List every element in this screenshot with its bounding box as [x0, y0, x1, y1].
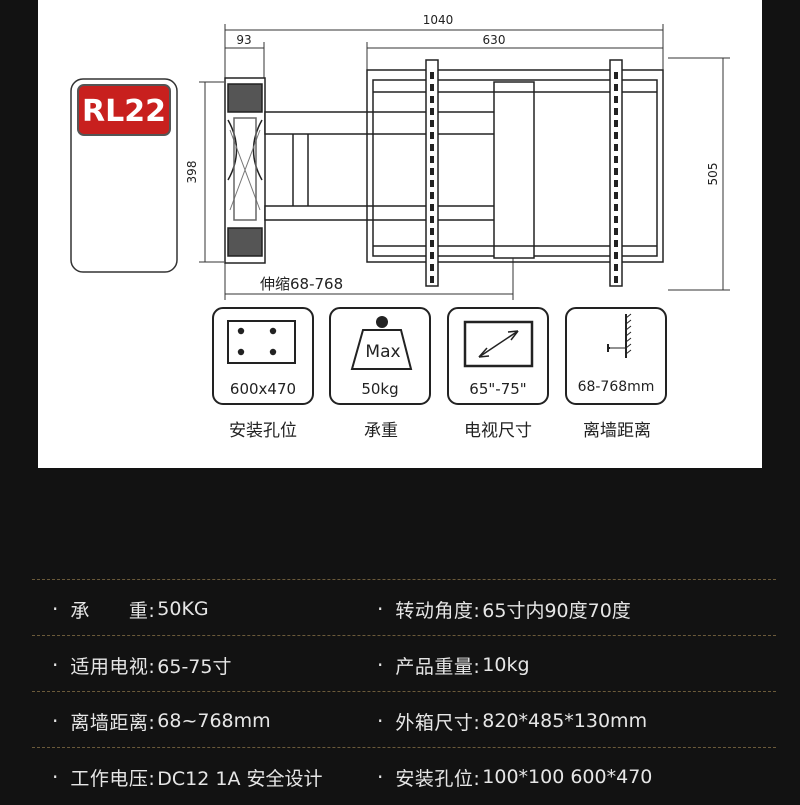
max-load-value: 50kg: [361, 380, 398, 398]
spec-row: ·离墙距离:68~768mm ·外箱尺寸:820*485*130mm: [32, 693, 776, 749]
spec-left: ·承 重:50KG: [52, 597, 209, 622]
rail-slots: [430, 72, 618, 283]
rail-slot: [614, 276, 618, 283]
rail-slot: [430, 132, 434, 139]
max-load-badge: Max: [365, 342, 400, 362]
extension-arms: [264, 111, 516, 221]
extension-label: 伸缩68-768: [260, 275, 343, 293]
rail-slot: [614, 108, 618, 115]
caption-wall-distance: 离墙距离: [583, 421, 651, 441]
dimension-lines: [199, 24, 730, 300]
rail-slot: [614, 180, 618, 187]
bullet-icon: ·: [377, 653, 384, 677]
rail-slot: [430, 252, 434, 259]
tv-size-value: 65"-75": [469, 380, 526, 398]
spec-row: ·工作电压:DC12 1A 安全设计 ·安装孔位:100*100 600*470: [32, 749, 776, 805]
wall-distance-value: 68-768mm: [578, 379, 655, 395]
rail-slot: [430, 216, 434, 223]
wall-plate: [224, 77, 266, 264]
rail-slot: [430, 192, 434, 199]
rail-slot: [614, 84, 618, 91]
spec-left: ·离墙距离:68~768mm: [52, 709, 271, 734]
spec-right: ·转动角度:65寸内90度70度: [377, 597, 631, 622]
bullet-icon: ·: [52, 709, 59, 733]
bullet-icon: ·: [52, 653, 59, 677]
spec-left: ·工作电压:DC12 1A 安全设计: [52, 765, 323, 790]
rail-slot: [614, 252, 618, 259]
rail-slot: [430, 120, 434, 127]
rail-slot: [614, 228, 618, 235]
rail-slot: [430, 264, 434, 271]
divider: [32, 747, 776, 748]
spec-right: ·产品重量:10kg: [377, 653, 530, 678]
rail-slot: [430, 72, 434, 79]
rail-slot: [614, 204, 618, 211]
tv-bracket-frame: [366, 69, 664, 263]
model-badge: [77, 84, 171, 136]
bullet-icon: ·: [52, 765, 59, 789]
dim-mount-height: 505: [706, 163, 720, 186]
rail-slot: [430, 240, 434, 247]
rail-slot: [614, 156, 618, 163]
spec-left: ·适用电视:65-75寸: [52, 653, 232, 678]
divider: [32, 635, 776, 636]
model-badge-text: RL22: [82, 94, 166, 129]
wall-distance-card: [565, 307, 667, 405]
rail-slot: [430, 96, 434, 103]
rail-slot: [430, 228, 434, 235]
rail-slot: [614, 120, 618, 127]
rail-slot: [430, 168, 434, 175]
divider: [32, 691, 776, 692]
spec-right: ·安装孔位:100*100 600*470: [377, 765, 653, 790]
rail-slot: [614, 96, 618, 103]
rail-slot: [430, 144, 434, 151]
spec-row: ·适用电视:65-75寸 ·产品重量:10kg: [32, 637, 776, 693]
feature-icons: 600x470 Max 50kg 65"-75" 68-768mm: [212, 307, 667, 405]
mounting-holes-icon: [227, 320, 296, 364]
bullet-icon: ·: [377, 709, 384, 733]
rail-slot: [614, 192, 618, 199]
rail-slot: [614, 72, 618, 79]
bullet-icon: ·: [377, 597, 384, 621]
dim-total-width: 1040: [423, 13, 454, 27]
rail-slot: [430, 156, 434, 163]
rail-slot: [430, 180, 434, 187]
dim-plate-depth: 93: [236, 33, 251, 47]
divider: [32, 579, 776, 580]
max-load-icon: [350, 329, 413, 370]
bullet-icon: ·: [377, 765, 384, 789]
mount-dimension-diagram: RL22 1040 93 630 398 505 伸缩68-768: [70, 13, 730, 441]
rail-slot: [614, 144, 618, 151]
rail-slot: [430, 108, 434, 115]
wall-distance-icon: [607, 313, 632, 358]
bullet-icon: ·: [52, 597, 59, 621]
rail-slot: [430, 276, 434, 283]
spec-right: ·外箱尺寸:820*485*130mm: [377, 709, 648, 734]
dim-plate-height: 398: [185, 161, 199, 184]
rail-slot: [614, 132, 618, 139]
rail-slot: [614, 240, 618, 247]
rail-slot: [614, 264, 618, 271]
feature-captions: 安装孔位 承重 电视尺寸 离墙距离: [229, 421, 651, 441]
caption-tv-size: 电视尺寸: [464, 421, 532, 441]
caption-mounting-holes: 安装孔位: [229, 421, 297, 441]
mounting-holes-value: 600x470: [230, 380, 296, 398]
spec-row: ·承 重:50KG ·转动角度:65寸内90度70度: [32, 581, 776, 637]
rail-slot: [614, 216, 618, 223]
rail-slot: [614, 168, 618, 175]
product-diagram-panel: RL22 1040 93 630 398 505 伸缩68-768: [38, 0, 762, 468]
rail-slot: [430, 204, 434, 211]
dim-mount-width: 630: [483, 33, 506, 47]
rail-slot: [430, 84, 434, 91]
caption-max-load: 承重: [364, 421, 398, 441]
